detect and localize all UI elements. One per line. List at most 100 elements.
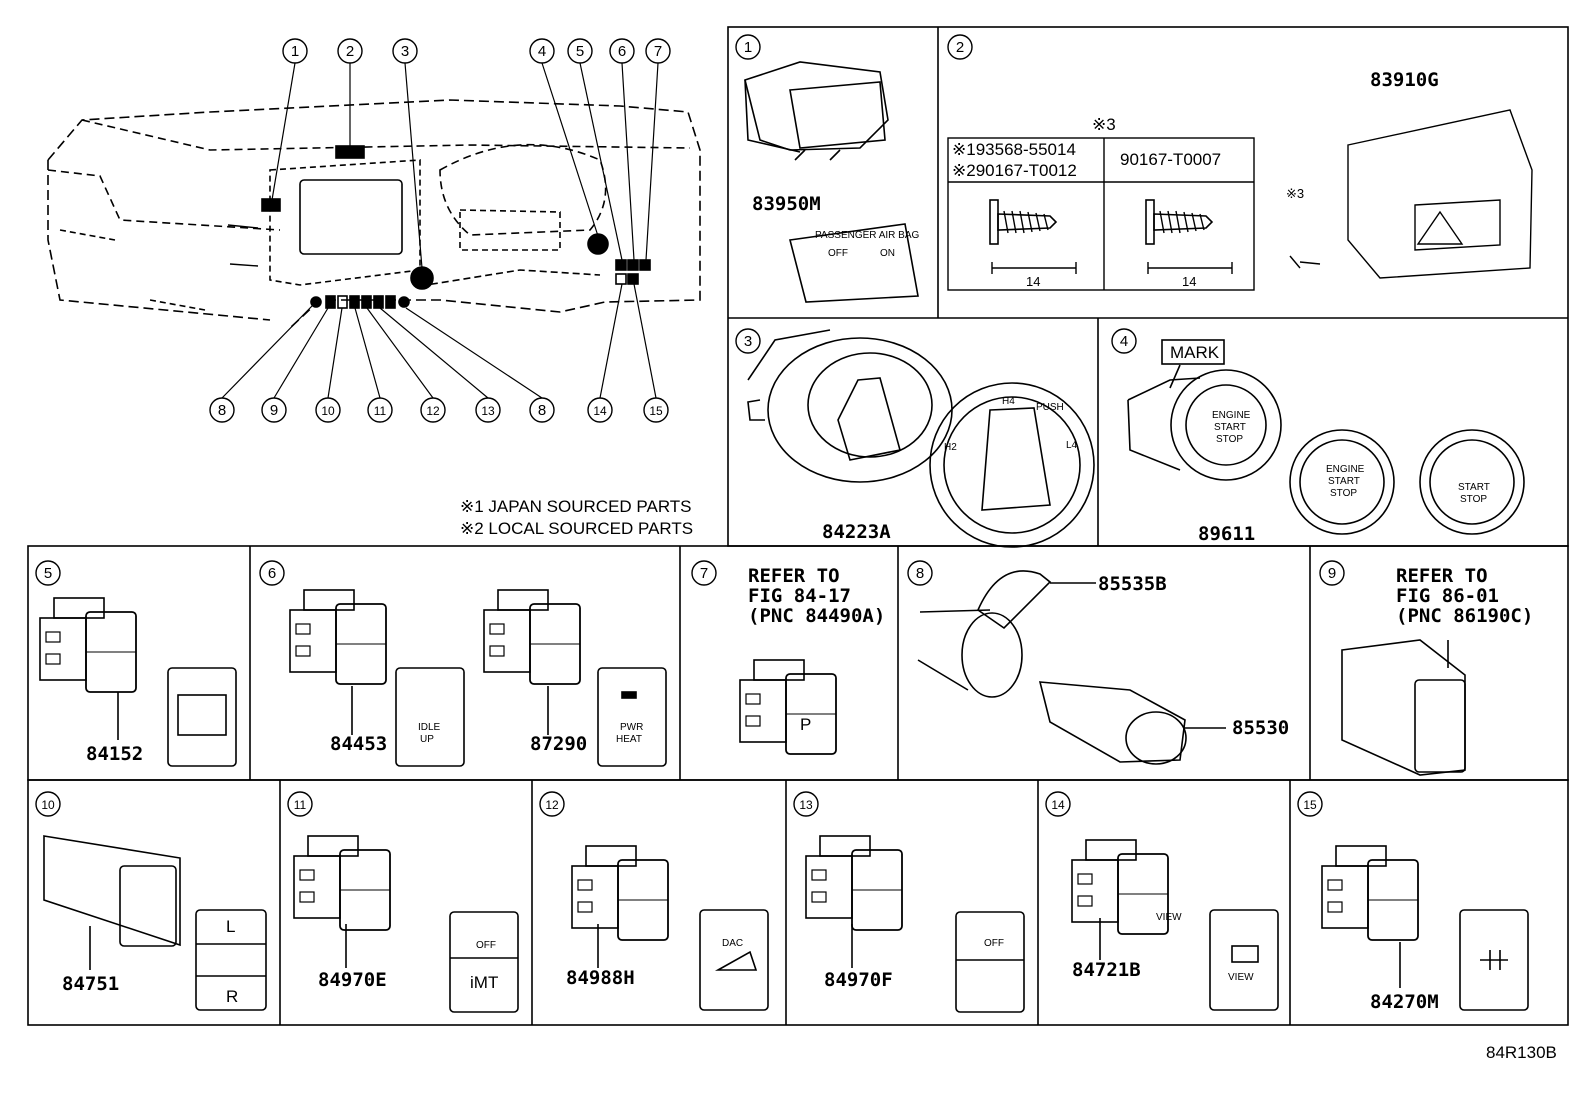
svg-text:13: 13 (481, 404, 495, 418)
idle-label-1: IDLE (418, 722, 441, 733)
note-local: ※2 LOCAL SOURCED PARTS (460, 519, 693, 538)
callout-top-7: 7 (645, 38, 671, 64)
note-3b: ※3 (1286, 186, 1304, 201)
panel-callout-3: 3 (735, 328, 761, 354)
panel-4: MARK 89611 ENGINE START STOP ENGINE STAR… (1127, 339, 1525, 545)
panel-10: 84751 L R (43, 835, 267, 1011)
knob-h4: H4 (1002, 396, 1015, 407)
panel-callout-12: 12 (539, 791, 565, 817)
svg-text:12: 12 (426, 404, 440, 418)
callout-top-4: 4 (529, 38, 555, 64)
knob-h2: H2 (944, 442, 957, 453)
panel-7: REFER TO FIG 84-17 (PNC 84490A) P (739, 565, 885, 755)
ref-90167-T0007: 90167-T0007 (1120, 150, 1221, 169)
svg-text:4: 4 (1120, 333, 1128, 350)
panel-11: 84970E OFF iMT (293, 835, 519, 1013)
svg-text:15: 15 (649, 404, 663, 418)
airbag-plate-on: ON (880, 248, 895, 259)
callout-top-2: 2 (337, 38, 363, 64)
callout-bottom-1: 9 (261, 397, 287, 423)
btn-stop-2: STOP (1330, 488, 1357, 499)
svg-text:10: 10 (321, 404, 335, 418)
callout-bottom-8: 15 (643, 397, 669, 423)
panel-callout-5: 5 (35, 560, 61, 586)
airbag-plate-title: PASSENGER AIR BAG (815, 230, 920, 241)
ref-193568-55014: ※193568-55014 (952, 140, 1076, 159)
svg-text:8: 8 (538, 402, 546, 419)
seat-l: L (226, 917, 235, 936)
panel-callout-10: 10 (35, 791, 61, 817)
callout-top-5: 5 (567, 38, 593, 64)
svg-text:14: 14 (593, 404, 607, 418)
panel-9: REFER TO FIG 86-01 (PNC 86190C) (1341, 565, 1533, 776)
dim-b: 14 (1182, 274, 1196, 289)
svg-text:3: 3 (744, 333, 752, 350)
panel-callout-9: 9 (1319, 560, 1345, 586)
panel-callout-4: 4 (1111, 328, 1137, 354)
svg-text:9: 9 (270, 402, 278, 419)
panel-1: 83950M PASSENGER AIR BAG OFF ON (744, 61, 920, 303)
note-3: ※3 (1092, 115, 1116, 134)
callout-bottom-6: 8 (529, 397, 555, 423)
part-84223A: 84223A (822, 521, 891, 543)
dashboard-overview (47, 62, 701, 399)
part-83910G: 83910G (1370, 69, 1439, 91)
panel-5: 84152 (39, 597, 237, 767)
svg-text:11: 11 (374, 404, 387, 418)
imt-11: iMT (470, 973, 498, 992)
panel-3: 84223A H4 H2 L4 PUSH (747, 329, 1095, 548)
part-84453: 84453 (330, 733, 387, 755)
panel-callout-6: 6 (259, 560, 285, 586)
part-87290: 87290 (530, 733, 587, 755)
svg-text:6: 6 (268, 565, 276, 582)
part-89611: 89611 (1198, 523, 1255, 545)
ref9-line2: FIG 86-01 (1396, 585, 1499, 607)
svg-text:12: 12 (545, 798, 559, 812)
part-84970F: 84970F (824, 969, 893, 991)
panel-2: ※3 ※193568-55014 ※290167-T0012 90167-T00… (947, 69, 1533, 291)
btn2-stop: STOP (1460, 494, 1487, 505)
svg-text:11: 11 (294, 798, 307, 812)
svg-text:8: 8 (916, 565, 924, 582)
panel-callout-11: 11 (287, 791, 313, 817)
callout-bottom-4: 12 (420, 397, 446, 423)
panel-6: 84453 87290 IDLE UP PWR HEAT (289, 589, 667, 767)
svg-text:6: 6 (618, 43, 626, 60)
svg-text:2: 2 (956, 39, 964, 56)
svg-text:8: 8 (218, 402, 226, 419)
panel-callout-13: 13 (793, 791, 819, 817)
svg-text:9: 9 (1328, 565, 1336, 582)
panel-callout-15: 15 (1297, 791, 1323, 817)
svg-text:13: 13 (799, 798, 813, 812)
knob-push: PUSH (1036, 402, 1064, 413)
panel-12: 84988H DAC (566, 845, 769, 1011)
part-84970E: 84970E (318, 969, 387, 991)
airbag-plate-off: OFF (828, 248, 848, 259)
view-14: VIEW (1228, 972, 1254, 983)
callout-top-1: 1 (282, 38, 308, 64)
mark-label: MARK (1170, 343, 1220, 362)
svg-text:2: 2 (346, 43, 354, 60)
svg-text:5: 5 (44, 565, 52, 582)
svg-text:14: 14 (1051, 798, 1065, 812)
pwr-label-1: PWR (620, 722, 643, 733)
callout-bottom-3: 11 (367, 397, 393, 423)
callout-bottom-7: 14 (587, 397, 613, 423)
panel-14: 84721B VIEW VIEW (1071, 839, 1279, 1011)
svg-text:4: 4 (538, 43, 546, 60)
part-83950M: 83950M (752, 193, 821, 215)
panel-15: 84270M (1321, 845, 1529, 1013)
callout-bottom-5: 13 (475, 397, 501, 423)
pwr-label-2: HEAT (616, 734, 642, 745)
btn2-start: START (1458, 482, 1490, 493)
panel-callout-2: 2 (947, 34, 973, 60)
seat-r: R (226, 987, 238, 1006)
callout-top-6: 6 (609, 38, 635, 64)
panel-13: 84970F OFF (805, 835, 1025, 1013)
parts-notes: ※1 JAPAN SOURCED PARTS ※2 LOCAL SOURCED … (460, 497, 693, 538)
part-84721B: 84721B (1072, 959, 1141, 981)
panel-callout-1: 1 (735, 34, 761, 60)
svg-text:5: 5 (576, 43, 584, 60)
